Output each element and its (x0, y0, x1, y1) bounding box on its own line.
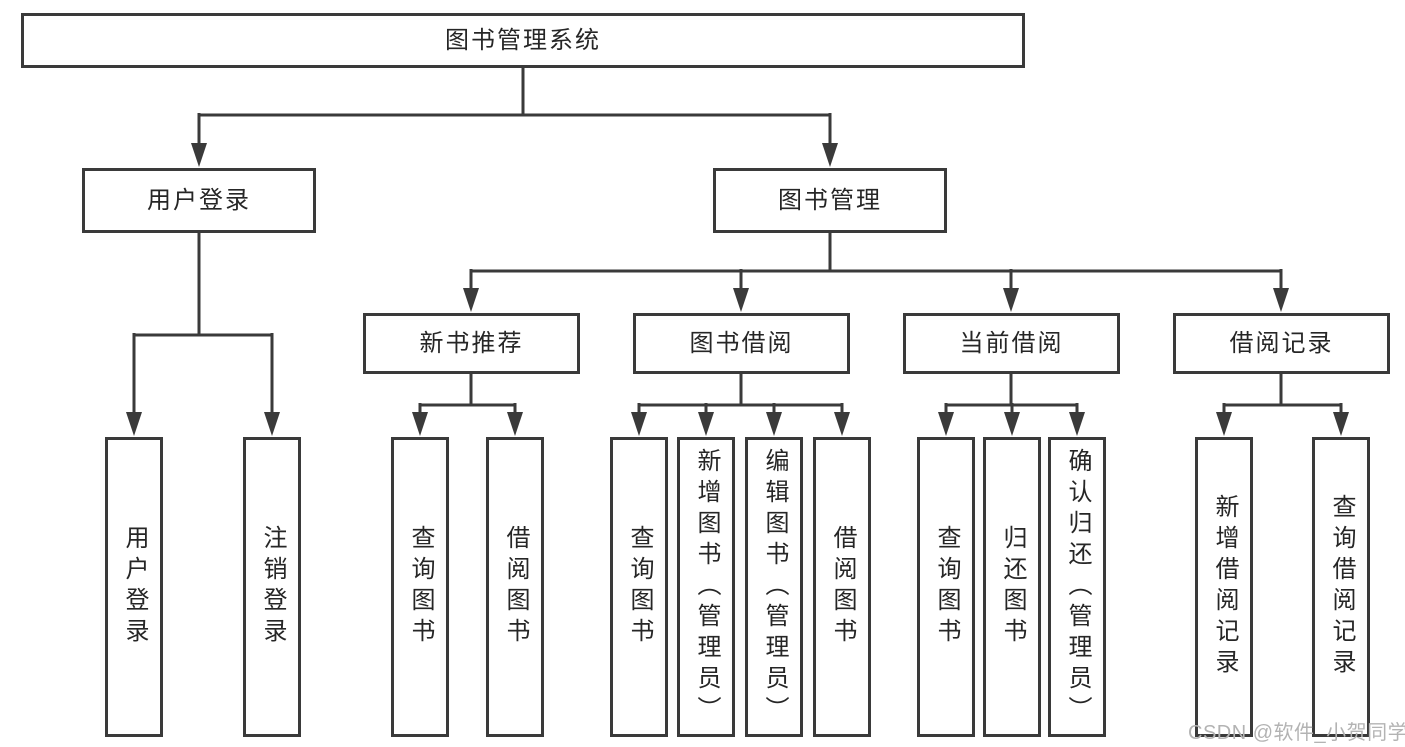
leaf-query-books-1: 查询图书 (391, 437, 449, 737)
leaf-edit-book-admin: 编辑图书（管理员） (745, 437, 803, 737)
leaf-user-login: 用户登录 (105, 437, 163, 737)
node-user-login: 用户登录 (82, 168, 316, 233)
csdn-watermark: CSDN @软件_小贺同学 (1188, 722, 1405, 744)
leaf-confirm-return-admin: 确认归还（管理员） (1048, 437, 1106, 737)
node-new-book-recommend: 新书推荐 (363, 313, 580, 374)
leaf-query-books-3: 查询图书 (917, 437, 975, 737)
leaf-add-borrow-record: 新增借阅记录 (1195, 437, 1253, 737)
arrowheads (126, 143, 1349, 436)
node-book-borrowing: 图书借阅 (633, 313, 850, 374)
leaf-return-book: 归还图书 (983, 437, 1041, 737)
leaf-logout: 注销登录 (243, 437, 301, 737)
leaf-add-book-admin: 新增图书（管理员） (677, 437, 735, 737)
node-current-borrowing: 当前借阅 (903, 313, 1120, 374)
leaf-query-borrow-record: 查询借阅记录 (1312, 437, 1370, 737)
leaf-query-books-2: 查询图书 (610, 437, 668, 737)
node-book-management: 图书管理 (713, 168, 947, 233)
leaf-borrow-books-1: 借阅图书 (486, 437, 544, 737)
leaf-borrow-books-2: 借阅图书 (813, 437, 871, 737)
node-system-root: 图书管理系统 (21, 13, 1025, 68)
node-borrowing-records: 借阅记录 (1173, 313, 1390, 374)
